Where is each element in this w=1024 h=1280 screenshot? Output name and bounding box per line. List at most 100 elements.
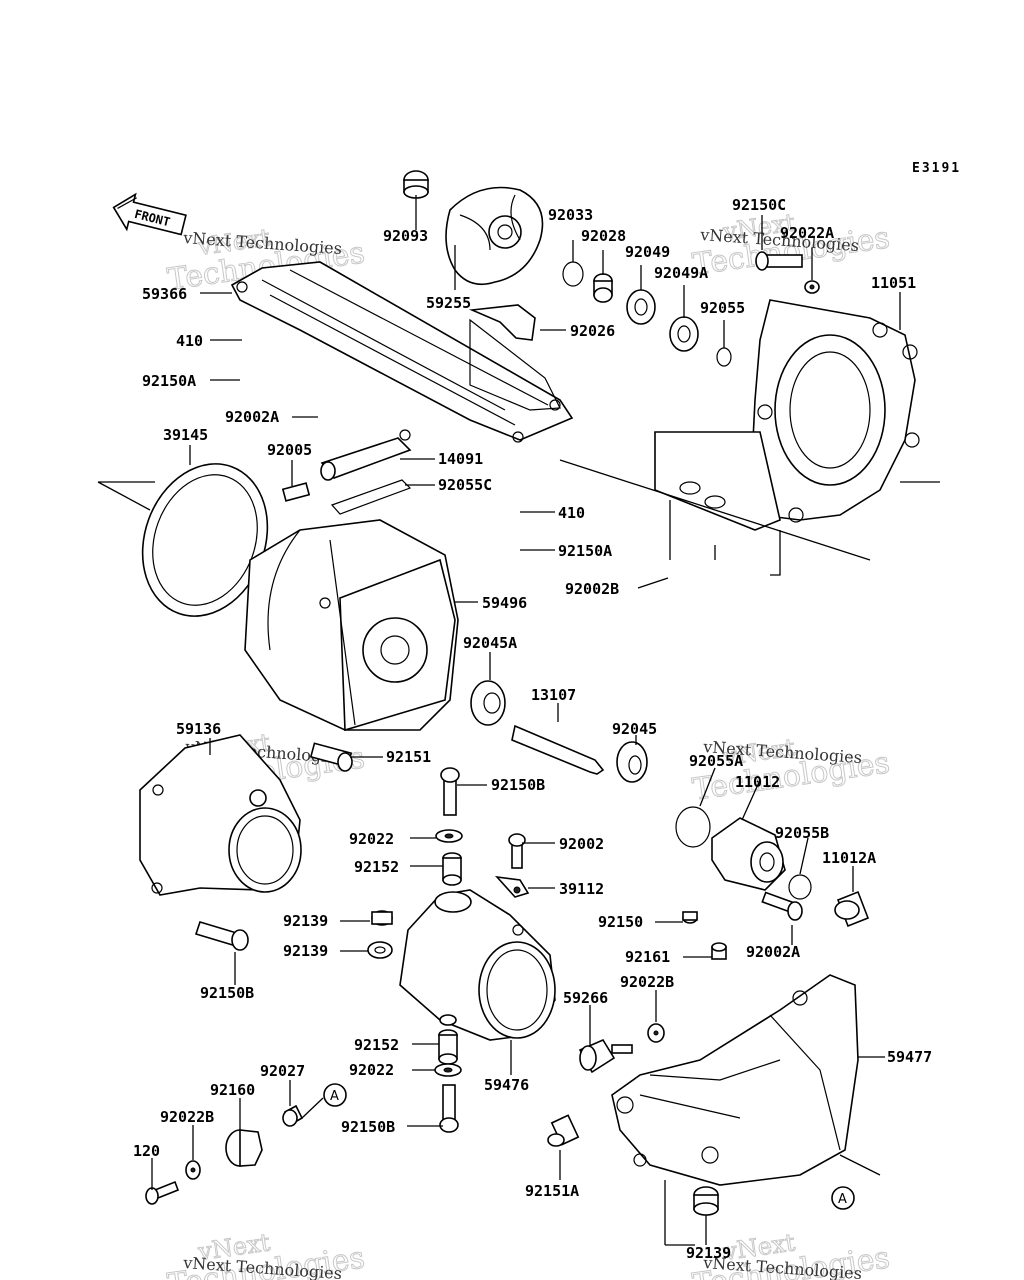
label-120: 120 [133, 1142, 160, 1160]
label-92093: 92093 [383, 227, 428, 245]
label-92139: 92139 [686, 1244, 731, 1262]
oil-seal-part [626, 289, 656, 325]
label-39112: 39112 [559, 880, 604, 898]
label-92150A: 92150A [558, 542, 612, 560]
collar-part [438, 1014, 458, 1065]
callout-a: A [831, 1186, 855, 1210]
washer-part [185, 1160, 201, 1180]
bolt-part [547, 1114, 580, 1147]
label-39145: 39145 [163, 426, 208, 444]
callout-a: A [323, 1083, 347, 1107]
label-92150A: 92150A [142, 372, 196, 390]
cover-92026-part [468, 304, 536, 341]
damper-part [225, 1129, 263, 1167]
label-59136: 59136 [176, 720, 221, 738]
label-92152: 92152 [354, 858, 399, 876]
washer-part [434, 1063, 462, 1077]
label-92150C: 92150C [732, 196, 786, 214]
watermark: vNext Technologies [165, 1228, 367, 1280]
svg-text:A: A [330, 1089, 339, 1104]
lever-part [494, 875, 530, 898]
label-92022: 92022 [349, 1061, 394, 1079]
grommet-part [693, 1186, 719, 1216]
front-arrow-icon: FRONT [112, 192, 187, 236]
circlip-part [562, 261, 584, 287]
label-92022B: 92022B [160, 1108, 214, 1126]
leader-lines [97, 195, 940, 1246]
label-92045A: 92045A [463, 634, 517, 652]
label-410: 410 [176, 332, 203, 350]
label-92002A: 92002A [746, 943, 800, 961]
bolt-part [194, 921, 249, 951]
label-92027: 92027 [260, 1062, 305, 1080]
bolt-part [309, 742, 353, 772]
washer-part [804, 280, 820, 294]
impeller-part [445, 186, 544, 286]
label-92160: 92160 [210, 1081, 255, 1099]
oil-seal-part [669, 316, 699, 352]
label-92002B: 92002B [565, 580, 619, 598]
reverse-bucket-part [399, 889, 556, 1041]
label-92005: 92005 [267, 441, 312, 459]
label-59496: 59496 [482, 594, 527, 612]
o-ring-part [716, 347, 732, 367]
bolt-part [145, 1180, 180, 1205]
sensor-cover-part [320, 429, 412, 481]
bolt-part [439, 1084, 459, 1133]
label-11051: 11051 [871, 274, 916, 292]
label-92150B: 92150B [200, 984, 254, 1002]
label-59366: 59366 [142, 285, 187, 303]
label-92055: 92055 [700, 299, 745, 317]
label-92139: 92139 [283, 942, 328, 960]
label-92139: 92139 [283, 912, 328, 930]
spacer-part [593, 273, 613, 303]
label-92022B: 92022B [620, 973, 674, 991]
label-92055B: 92055B [775, 824, 829, 842]
label-92026: 92026 [570, 322, 615, 340]
label-410: 410 [558, 504, 585, 522]
o-ring-part [675, 806, 711, 848]
nozzle-cap-part [711, 817, 786, 891]
label-92055C: 92055C [438, 476, 492, 494]
grommet-part [682, 911, 698, 924]
bolt-part [761, 891, 803, 921]
label-59255: 59255 [426, 294, 471, 312]
label-92055A: 92055A [689, 752, 743, 770]
label-92150B: 92150B [491, 776, 545, 794]
fitting-part [281, 482, 311, 502]
label-92022A: 92022A [780, 224, 834, 242]
label-92049: 92049 [625, 243, 670, 261]
label-59266: 59266 [563, 989, 608, 1007]
washer-part [647, 1023, 665, 1043]
label-92022: 92022 [349, 830, 394, 848]
plug-part [834, 890, 870, 928]
pump-case-part [244, 519, 459, 732]
impeller-shaft-part [511, 724, 605, 775]
bolt-part [755, 251, 803, 271]
label-11012: 11012 [735, 773, 780, 791]
grommet-part [371, 910, 393, 926]
label-13107: 13107 [531, 686, 576, 704]
label-92002A: 92002A [225, 408, 279, 426]
svg-text:A: A [838, 1192, 847, 1207]
gasket-part [330, 479, 412, 515]
label-92161: 92161 [625, 948, 670, 966]
pump-guard-part [611, 974, 859, 1186]
label-92045: 92045 [612, 720, 657, 738]
grommet-part [367, 941, 393, 959]
cap-92093-part [403, 170, 429, 199]
label-92049A: 92049A [654, 264, 708, 282]
collar-part [282, 1104, 304, 1127]
label-11012A: 11012A [822, 849, 876, 867]
label-92151: 92151 [386, 748, 431, 766]
label-59476: 59476 [484, 1076, 529, 1094]
washer-part [435, 829, 463, 843]
label-92002: 92002 [559, 835, 604, 853]
steering-nozzle-part [139, 734, 302, 896]
o-ring-part [788, 874, 812, 900]
label-92150B: 92150B [341, 1118, 395, 1136]
bolt-part [508, 833, 526, 869]
bearing-part [470, 680, 506, 726]
